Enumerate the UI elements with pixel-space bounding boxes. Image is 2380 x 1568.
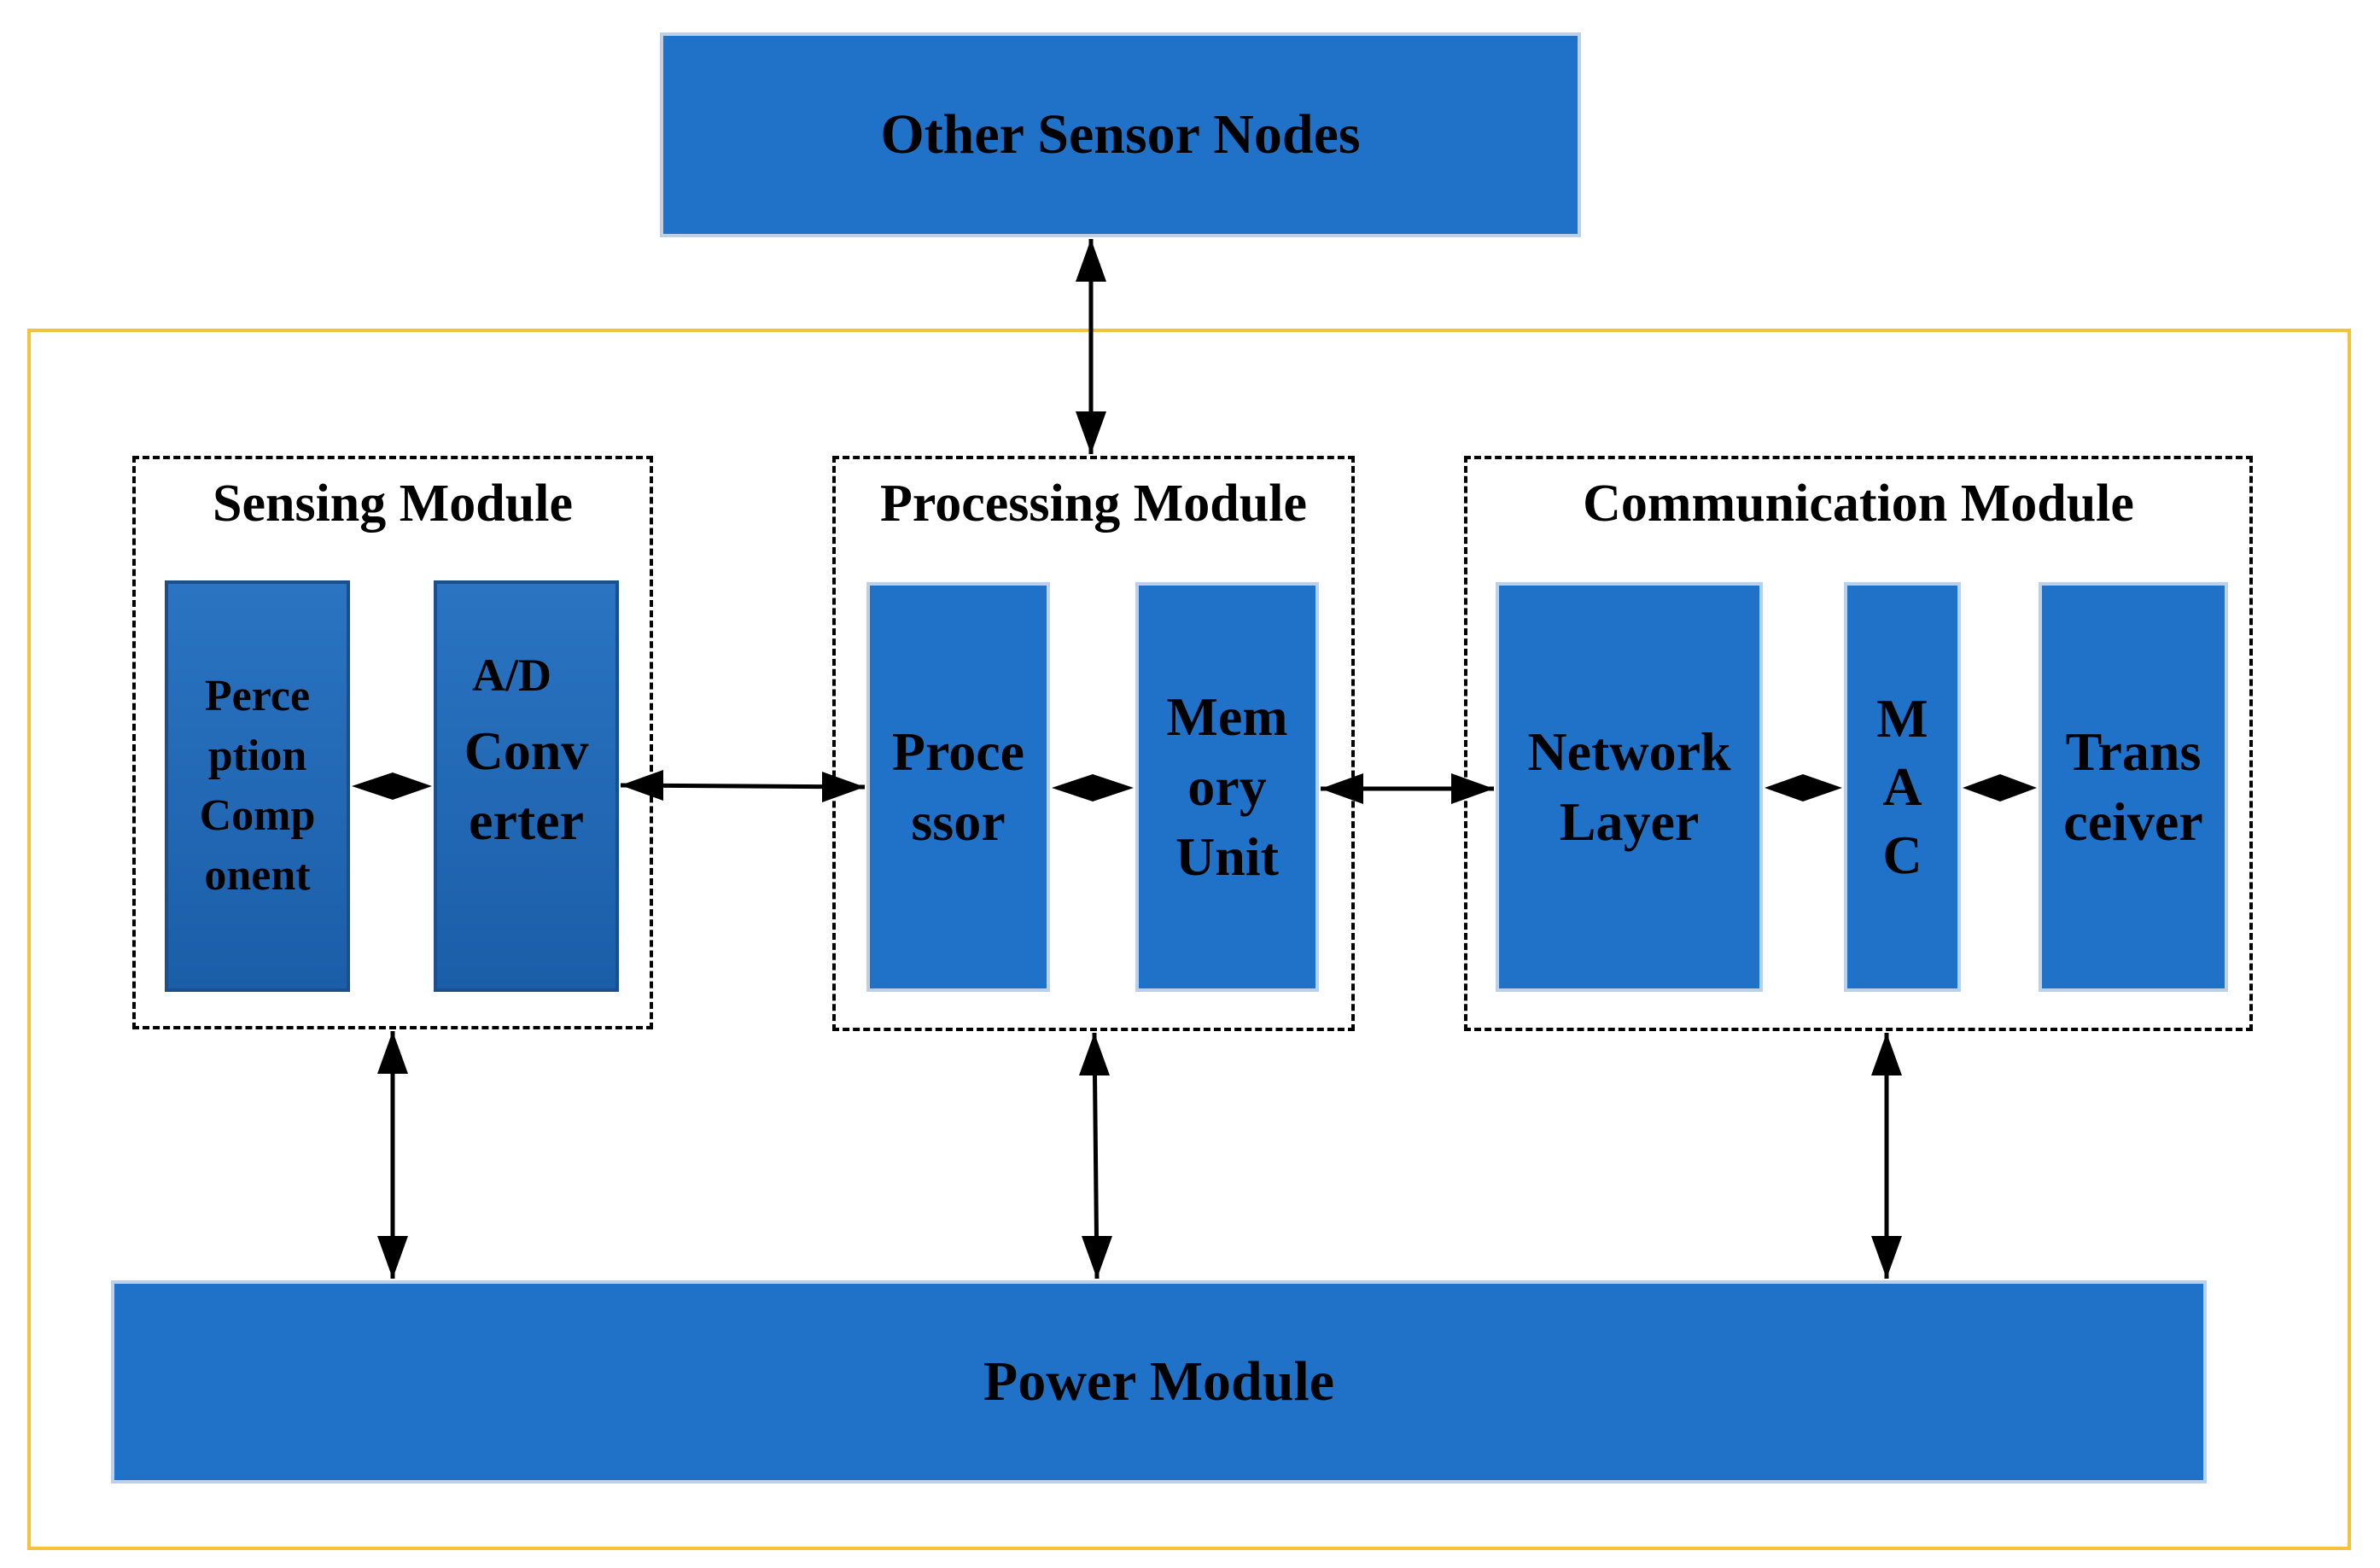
power-module-box: Power Module [111, 1280, 2207, 1483]
ad-label: A/D [472, 650, 551, 701]
memory-unit-box: Mem ory Unit [1135, 582, 1319, 992]
network-layer-box: Network Layer [1496, 582, 1763, 992]
processor-box: Proce ssor [866, 582, 1050, 992]
other-sensor-nodes-box: Other Sensor Nodes [660, 32, 1581, 237]
mac-box: M A C [1844, 582, 1961, 992]
perception-component-box: Perce ption Comp onent [165, 580, 350, 992]
sensor-node-frame [27, 329, 2351, 1550]
arrowhead-other-nodes-top [1076, 239, 1106, 282]
transceiver-box: Trans ceiver [2039, 582, 2228, 992]
perception-component-label: Perce ption Comp onent [199, 672, 316, 900]
memory-unit-label: Mem ory Unit [1166, 686, 1288, 887]
processor-label: Proce ssor [891, 721, 1025, 852]
sensing-module-title: Sensing Module [212, 475, 574, 533]
communication-module-container [1464, 456, 2253, 1031]
network-layer-label: Network Layer [1527, 721, 1731, 852]
ad-converter-label: Conv erter [464, 720, 589, 851]
mac-label: M A C [1876, 688, 1928, 885]
processing-module-title: Processing Module [880, 475, 1307, 533]
power-module-label: Power Module [983, 1349, 1335, 1413]
other-sensor-nodes-label: Other Sensor Nodes [880, 102, 1361, 166]
sensing-module-container [132, 456, 653, 1029]
communication-module-title: Communication Module [1583, 475, 2134, 533]
transceiver-label: Trans ceiver [2063, 721, 2203, 852]
ad-converter-box: Conv erter [434, 580, 619, 992]
processing-module-container [832, 456, 1355, 1031]
